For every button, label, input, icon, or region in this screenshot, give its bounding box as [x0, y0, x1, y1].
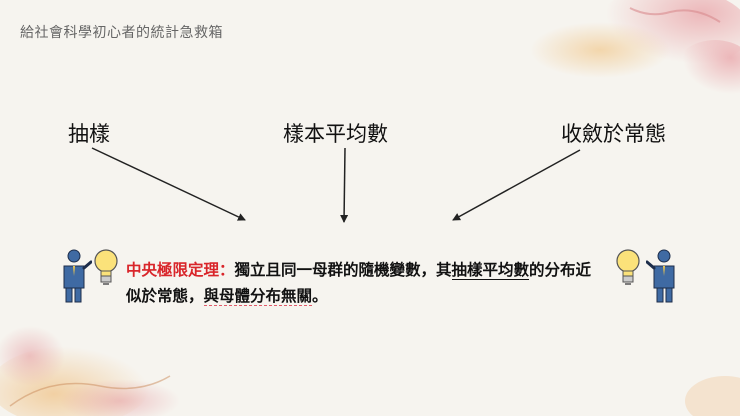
theorem-end: 。 — [312, 287, 328, 305]
theorem-part2: 的分布近似於常態， — [126, 261, 592, 305]
theorem-underline-independent: 與母體分布無關 — [203, 287, 313, 306]
presenter-icon-left — [63, 249, 92, 303]
theorem-text: 中央極限定理：獨立且同一母群的隨機變數，其抽樣平均數的分布近似於常態，與母體分布… — [126, 257, 606, 309]
theorem-part1: 獨立且同一母群的隨機變數，其 — [234, 261, 452, 279]
page-header: 給社會科學初心者的統計急救箱 — [20, 25, 223, 41]
term-sampling: 抽樣 — [68, 122, 110, 146]
arrow-converge-normal — [452, 149, 581, 221]
lightbulb-icon-left — [94, 249, 118, 285]
presenter-icon-right — [646, 249, 675, 303]
theorem-underline-sample-mean: 抽樣平均數 — [451, 261, 530, 280]
lightbulb-icon-right — [616, 249, 640, 285]
arrow-sample-mean — [340, 147, 349, 223]
term-sample-mean: 樣本平均數 — [283, 122, 388, 146]
term-converge-normal: 收斂於常態 — [561, 122, 666, 146]
arrow-sampling — [91, 147, 246, 221]
theorem-name: 中央極限定理： — [126, 261, 235, 279]
